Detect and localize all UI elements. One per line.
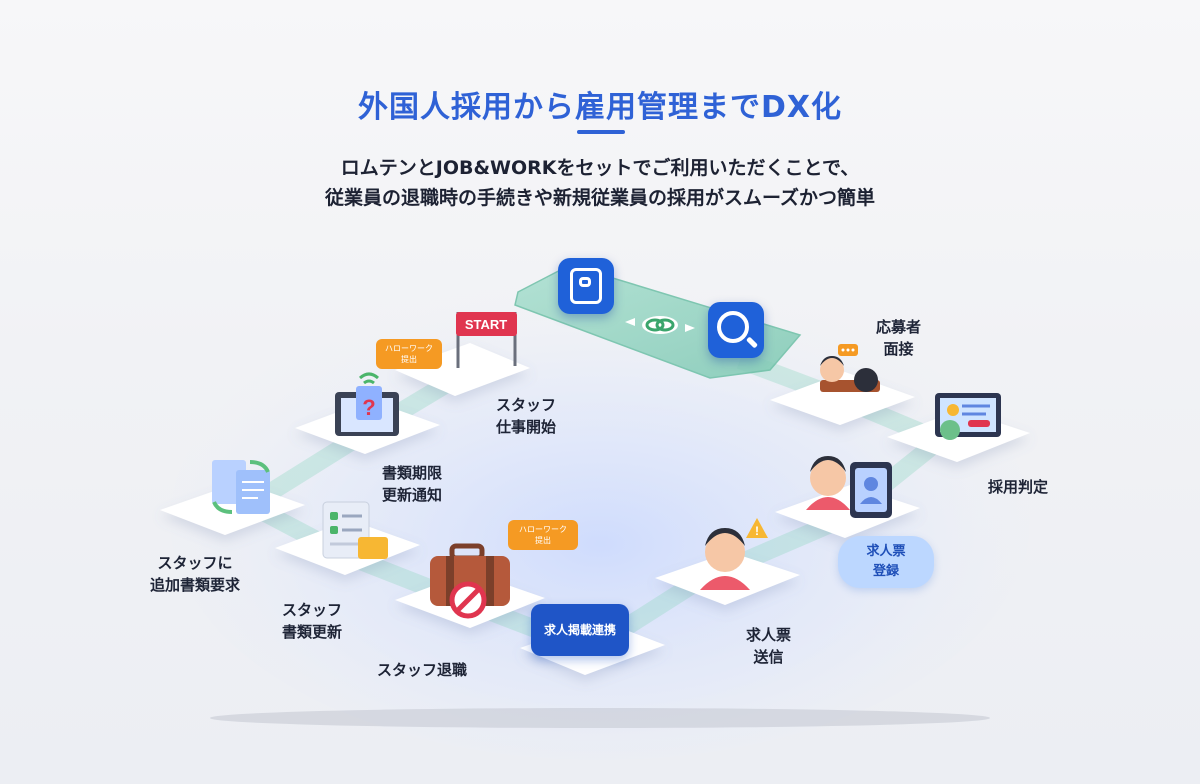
id-card-icon <box>806 456 892 518</box>
documents-refresh-icon <box>212 460 270 514</box>
document-question-icon: ? <box>335 372 399 436</box>
hellowork-badge-1: ハローワーク 提出 <box>376 339 442 369</box>
person-warning-icon: ! <box>700 518 768 590</box>
job-posting-link-button[interactable]: 求人掲載連携 <box>531 604 629 656</box>
step-hiring-decision: 採用判定 <box>988 478 1049 496</box>
svg-text:?: ? <box>362 395 375 420</box>
job-ticket-register-button[interactable]: 求人票 登録 <box>838 536 934 588</box>
briefcase-prohibited-icon <box>430 543 510 619</box>
interview-icon <box>820 344 880 392</box>
step-job-ticket-send: 求人票 送信 <box>746 626 792 666</box>
romuten-logo-mark <box>570 268 602 304</box>
step-staff-leave: スタッフ退職 <box>377 661 468 679</box>
step-doc-update: スタッフ 書類更新 <box>282 601 343 641</box>
romuten-app-icon[interactable] <box>558 258 614 314</box>
hellowork-badge-2: ハローワーク 提出 <box>508 520 578 550</box>
jobwork-app-icon[interactable] <box>708 302 764 358</box>
link-icon <box>625 316 695 334</box>
page-title: 外国人採用から雇用管理までDX化 <box>357 90 843 125</box>
step-doc-deadline: 書類期限 更新通知 <box>382 464 443 504</box>
title-underline <box>577 130 625 134</box>
start-flag-icon: START <box>456 312 517 368</box>
tile-staff-start <box>395 343 530 396</box>
step-applicant-interview: 応募者 面接 <box>876 318 922 358</box>
start-flag-text: START <box>465 317 507 332</box>
page-subtitle-line-2: 従業員の退職時の手続きや新規従業員の採用がスムーズかつ簡単 <box>324 187 876 209</box>
step-staff-start: スタッフ 仕事開始 <box>496 396 557 436</box>
svg-text:!: ! <box>755 524 759 538</box>
page-subtitle-line-1: ロムテンとJOB&WORKをセットでご利用いただくことで、 <box>340 157 860 179</box>
step-extra-docs: スタッフに 追加書類要求 <box>150 554 241 594</box>
jobwork-magnifier-mark <box>717 311 749 343</box>
screen-approval-icon <box>935 393 1001 440</box>
floor-shadow <box>210 708 990 728</box>
checklist-icon <box>322 501 388 559</box>
